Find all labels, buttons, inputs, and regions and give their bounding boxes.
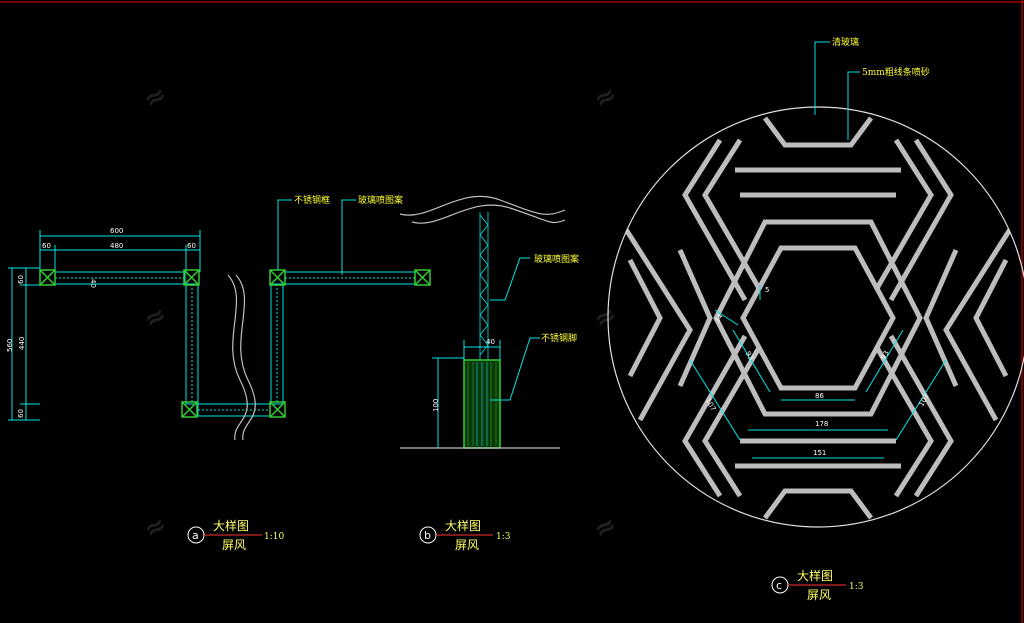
dim-c-outer-w: 151 (813, 449, 826, 457)
dim-a-side-bottom: 60 (17, 409, 25, 418)
scale-b: 1:3 (496, 532, 511, 542)
svg-text:≈: ≈ (139, 299, 173, 336)
marker-a: a (192, 529, 199, 542)
label-c-glass: 清玻璃 (832, 36, 859, 48)
dim-c-a: 34 (713, 312, 725, 324)
scale-c: 1:3 (849, 582, 864, 592)
svg-text:≈: ≈ (589, 79, 623, 116)
scale-a: 1:10 (264, 532, 284, 542)
svg-text:≈: ≈ (589, 299, 623, 336)
dim-a-inner: 40 (89, 279, 97, 288)
subtitle-a: 屏风 (222, 538, 246, 552)
detail-b: 40 100 玻璃喷图案 不锈钢脚 b 大样图 屏风 1:3 (399, 195, 579, 552)
detail-a: 600 60 480 60 40 560 60 440 60 (6, 194, 431, 552)
dim-c-side-left: 93 (744, 350, 755, 362)
label-a-glass: 玻璃喷图案 (358, 194, 403, 206)
svg-text:≈: ≈ (139, 79, 173, 116)
dim-a-side-top: 60 (17, 275, 25, 284)
dim-b-height: 100 (432, 399, 440, 412)
marker-c: c (776, 579, 782, 592)
dim-a-top-mid: 480 (110, 242, 123, 250)
dim-b-width: 40 (486, 338, 495, 346)
label-b-leg: 不锈钢脚 (541, 332, 577, 344)
label-c-line: 5mm粗线条喷砂 (862, 66, 930, 78)
dim-c-gap: 5 (765, 286, 769, 294)
dim-a-top-left: 60 (42, 242, 51, 250)
title-c: 大样图 (797, 568, 833, 583)
detail-c: 86 178 151 93 93 107 107 34 5 清玻璃 5mm粗线条… (607, 36, 1024, 602)
label-b-glass: 玻璃喷图案 (534, 253, 579, 265)
dim-a-side-total: 560 (6, 339, 14, 352)
subtitle-c: 屏风 (807, 588, 831, 602)
glass-circle (607, 106, 1024, 528)
subtitle-b: 屏风 (455, 538, 479, 552)
title-b: 大样图 (445, 518, 481, 533)
title-a: 大样图 (213, 518, 249, 533)
svg-text:≈: ≈ (139, 509, 173, 546)
marker-b: b (424, 529, 431, 542)
dim-c-side-right: 93 (879, 349, 890, 361)
dim-a-side-mid: 440 (18, 337, 26, 350)
dim-a-top-right: 60 (187, 242, 196, 250)
watermark: ≈ ≈ ≈ ≈ ≈ ≈ (139, 79, 623, 546)
dim-c-inner-w: 86 (815, 392, 824, 400)
dim-a-top-total: 600 (110, 227, 123, 235)
svg-text:≈: ≈ (589, 509, 623, 546)
label-a-frame: 不锈钢框 (294, 194, 330, 206)
dim-c-mid-w: 178 (815, 420, 828, 428)
